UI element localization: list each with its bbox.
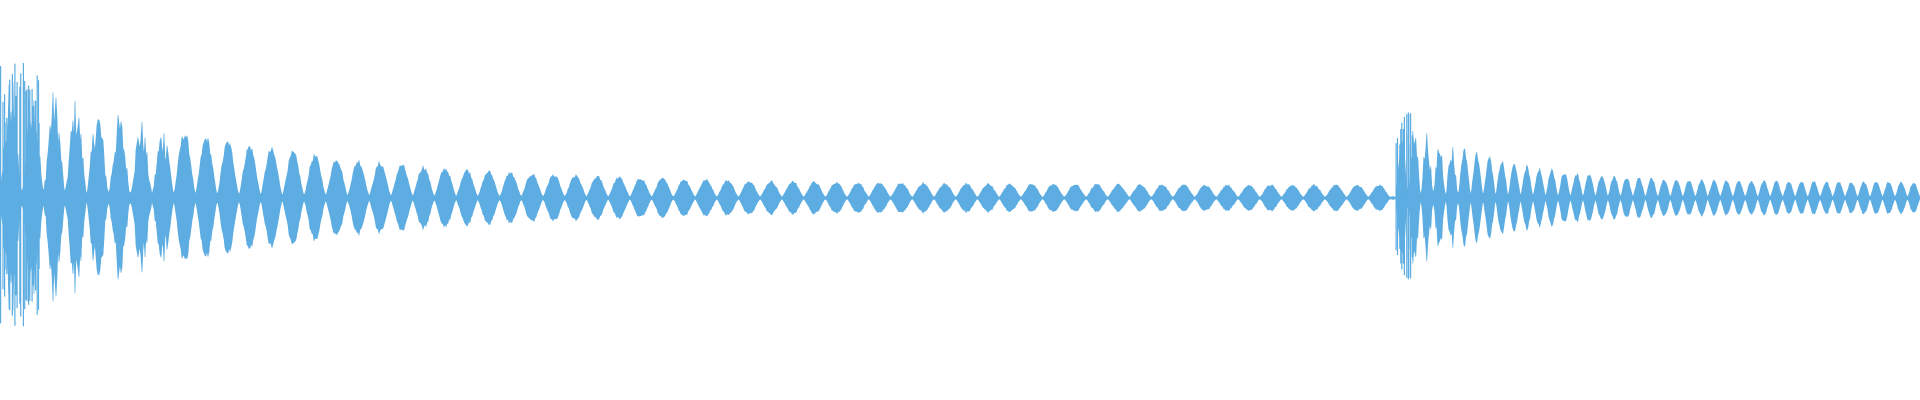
waveform-segment-second-clip: [1395, 112, 1920, 280]
waveform-track: [0, 63, 1920, 327]
waveform-envelope: [1389, 196, 1396, 200]
waveform-segment-quiet-gap: [1389, 196, 1396, 200]
